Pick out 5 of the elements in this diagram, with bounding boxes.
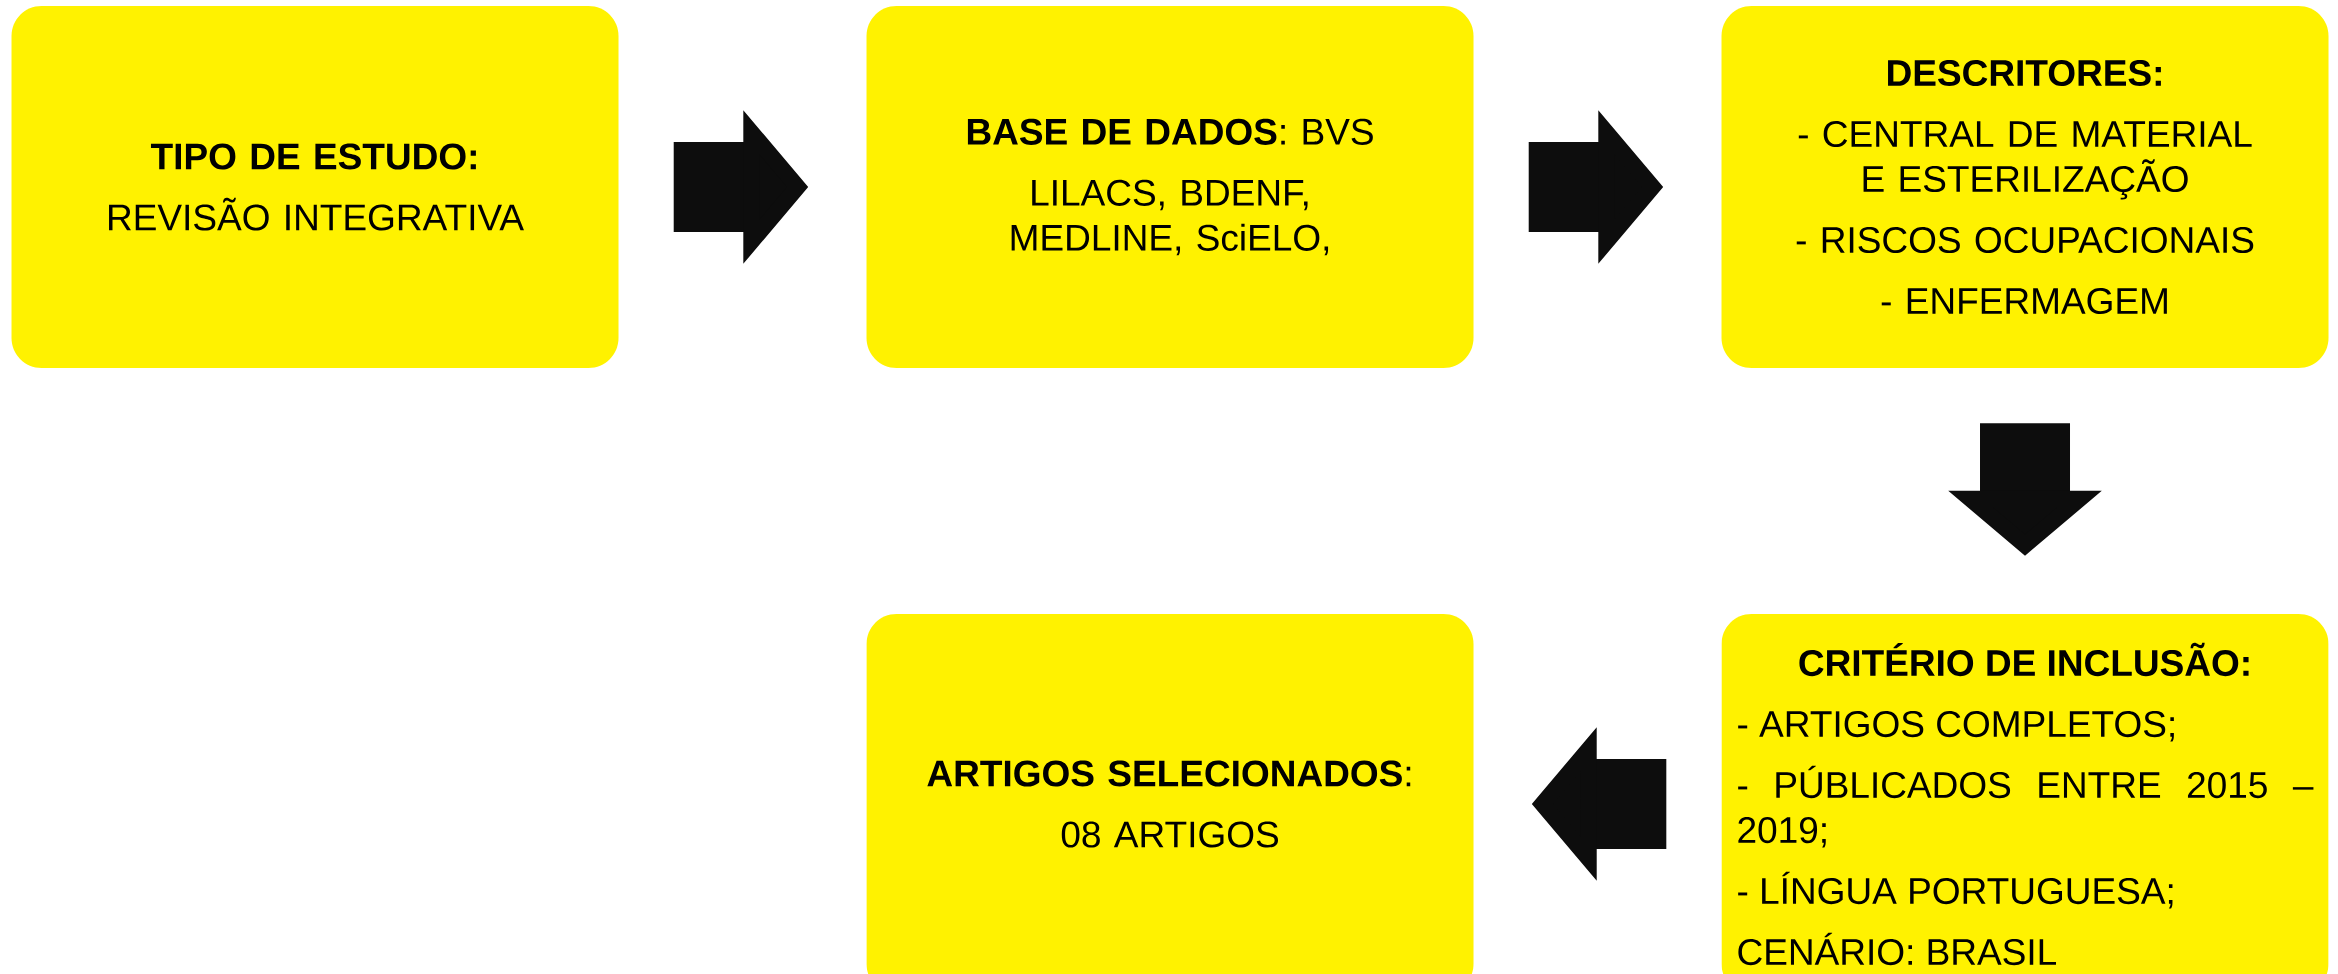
- process-box: BASE DE DADOS: BVS LILACS, BDENF, MEDLINE, SciELO,: [866, 6, 1474, 368]
- process-box: CRITÉRIO DE INCLUSÃO: - ARTIGOS COMPLETOS; - PÚBLICADOS ENTRE 2015 – 2019; - LÍNGUA PORTUGUESA; CENÁRIO: BRASIL: [1721, 614, 2329, 974]
- process-box: ARTIGOS SELECIONADOS: 08 ARTIGOS: [866, 614, 1474, 974]
- process-box: TIPO DE ESTUDO: REVISÃO INTEGRATIVA: [11, 6, 619, 368]
- process-box: DESCRITORES: - CENTRAL DE MATERIAL E ESTERILIZAÇÃO - RISCOS OCUPACIONAIS - ENFERMAGEM: [1721, 6, 2329, 368]
